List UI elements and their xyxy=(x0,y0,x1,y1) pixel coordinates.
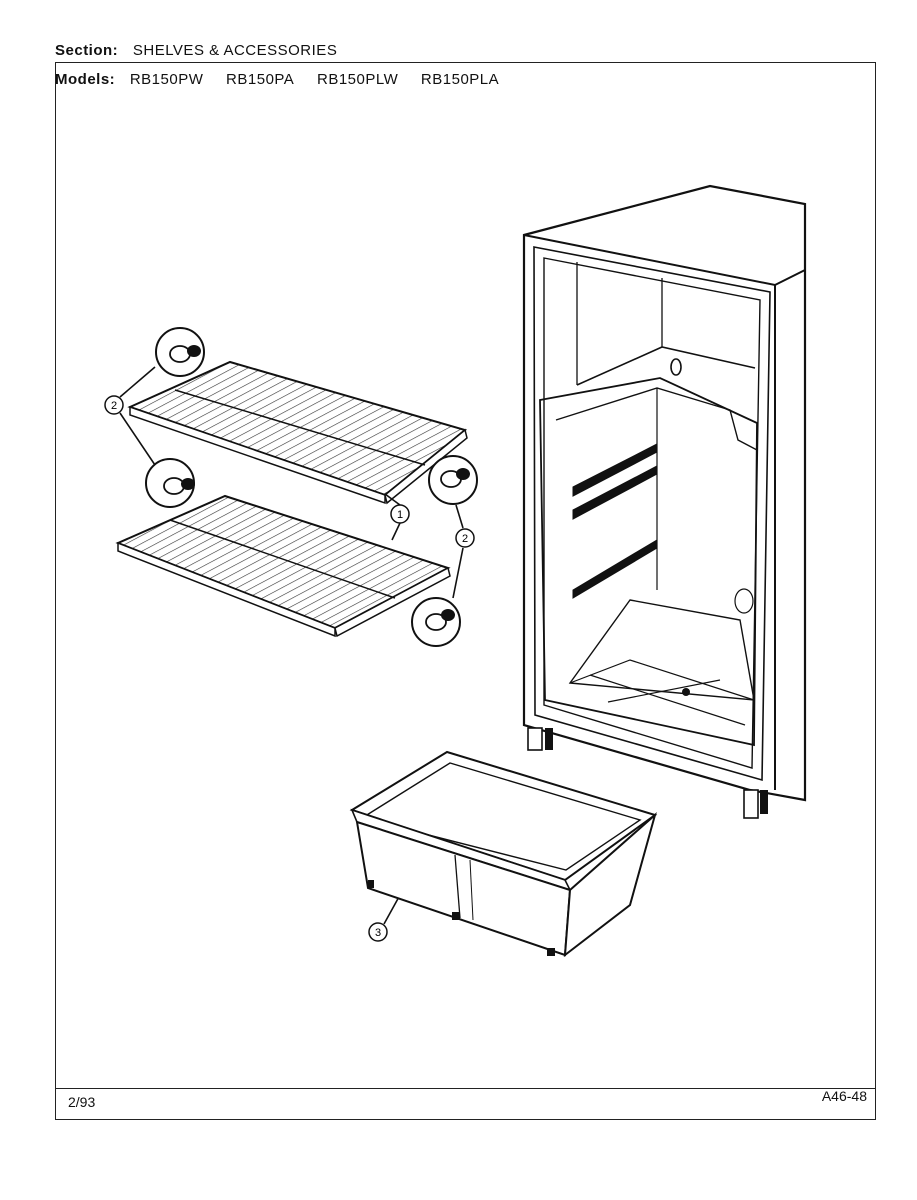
models-heading: Models: RB150PW RB150PA RB150PLW RB150PL… xyxy=(55,71,517,88)
shelf-support-detail xyxy=(155,327,205,377)
callout-number: 2 xyxy=(111,400,117,412)
model-number: RB150PA xyxy=(226,71,295,88)
callout-number: 1 xyxy=(397,509,403,521)
footer-rule xyxy=(55,1088,876,1089)
crisper-pan xyxy=(349,750,658,958)
diagram-frame xyxy=(55,62,876,1120)
models-label: Models: xyxy=(55,71,116,88)
model-number: RB150PLA xyxy=(420,71,500,88)
section-heading: Section: SHELVES & ACCESSORIES xyxy=(55,42,337,59)
model-number: RB150PLW xyxy=(316,71,399,88)
leader-line xyxy=(383,894,401,925)
refrigerator-cabinet xyxy=(522,184,807,819)
callout-2-left: 2 xyxy=(104,395,124,415)
page-code: A46-48 xyxy=(821,1088,867,1104)
upper-wire-shelf xyxy=(127,360,468,505)
shelf-support-detail xyxy=(145,458,195,508)
callout-number: 2 xyxy=(462,533,468,545)
section-value: SHELVES & ACCESSORIES xyxy=(132,42,338,59)
date-code: 2/93 xyxy=(68,1094,96,1110)
model-number: RB150PW xyxy=(129,71,204,88)
shelf-support-detail xyxy=(411,597,461,647)
shelf-support-detail xyxy=(428,455,478,505)
callout-1: 1 xyxy=(390,504,410,524)
leader-lines xyxy=(119,366,464,599)
lower-wire-shelf xyxy=(115,494,451,638)
callout-number: 3 xyxy=(375,927,381,939)
callout-3: 3 xyxy=(368,922,388,942)
section-label: Section: xyxy=(55,42,119,59)
callout-2-right: 2 xyxy=(455,528,475,548)
